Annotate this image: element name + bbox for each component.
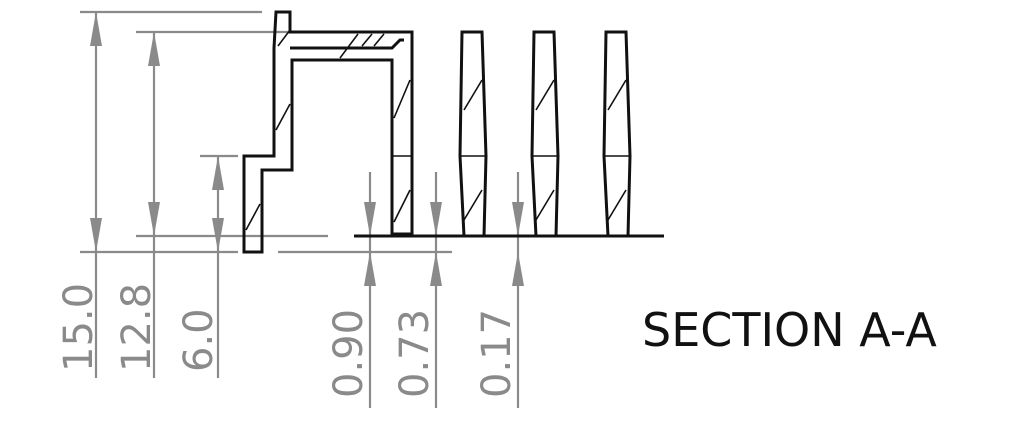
part-outline — [242, 10, 664, 254]
dimension-6-0 — [212, 156, 224, 378]
arrow-up — [512, 252, 524, 286]
arrow-up — [430, 252, 442, 286]
dimension-0-90 — [364, 172, 376, 408]
arrow-down — [364, 202, 376, 236]
section-hatching — [245, 29, 627, 231]
housing-body — [242, 10, 414, 254]
arrow-up — [90, 12, 102, 46]
dimension-0-73 — [430, 172, 442, 408]
dim-label-0-73: 0.73 — [392, 309, 438, 398]
housing-top-ledge — [290, 38, 404, 50]
arrow-down — [512, 202, 524, 236]
arrow-down — [430, 202, 442, 236]
dim-label-15-0: 15.0 — [56, 283, 102, 372]
dimension-0-17 — [512, 172, 524, 408]
dim-label-12-8: 12.8 — [114, 283, 160, 372]
section-label: SECTION A-A — [642, 303, 937, 357]
arrow-down — [212, 218, 224, 252]
arrow-up — [212, 156, 224, 190]
dimension-12-8 — [148, 32, 160, 378]
arrow-up — [364, 252, 376, 286]
dim-label-6-0: 6.0 — [176, 308, 222, 372]
dim-label-0-90: 0.90 — [326, 309, 372, 398]
arrow-down — [148, 202, 160, 236]
dimension-15-0 — [90, 12, 102, 378]
dim-label-0-17: 0.17 — [474, 309, 520, 398]
left-extension-lines — [80, 10, 452, 254]
arrow-down — [90, 218, 102, 252]
arrow-up — [148, 32, 160, 66]
